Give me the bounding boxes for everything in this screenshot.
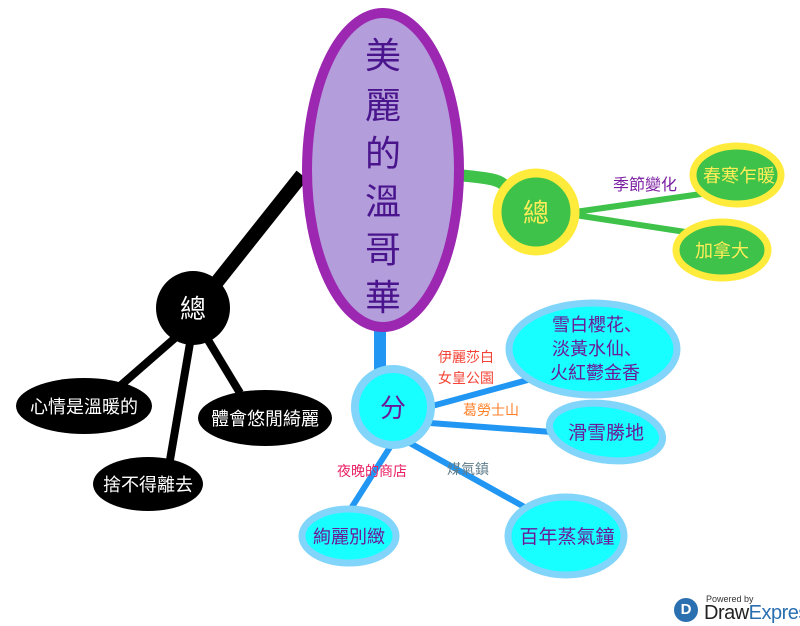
summary-right-node[interactable]: 總 bbox=[492, 168, 580, 256]
summary-left-child-1[interactable]: 心情是溫暖的 bbox=[16, 378, 152, 434]
branch-child-3[interactable]: 絢麗別緻 bbox=[298, 505, 400, 567]
central-char: 溫 bbox=[365, 182, 401, 223]
node-label: 絢麗別緻 bbox=[313, 527, 385, 548]
summary-left-child-2[interactable]: 捨不得離去 bbox=[93, 457, 203, 511]
central-char: 華 bbox=[365, 278, 401, 319]
connector-right-to-child-2 bbox=[574, 212, 693, 236]
branch-child-4[interactable]: 百年蒸氣鐘 bbox=[504, 493, 628, 579]
edge-label-park-line1: 伊麗莎白 bbox=[438, 350, 494, 366]
connector-branch-to-child-4 bbox=[406, 439, 530, 512]
edge-label-grouse: 葛勞士山 bbox=[463, 403, 519, 419]
central-char: 哥 bbox=[365, 230, 401, 271]
summary-right-child-1[interactable]: 春寒乍暖 bbox=[689, 142, 785, 208]
central-char: 的 bbox=[365, 134, 401, 175]
central-char: 美 bbox=[365, 36, 401, 77]
node-label-line: 淡黃水仙、 bbox=[552, 339, 642, 360]
summary-left-node[interactable]: 總 bbox=[156, 271, 230, 345]
node-label: 百年蒸氣鐘 bbox=[519, 526, 614, 548]
branch-child-1[interactable]: 雪白櫻花、 淡黃水仙、 火紅鬱金香 bbox=[505, 299, 681, 399]
branch-node[interactable]: 分 bbox=[351, 365, 435, 449]
connector-branch-to-child-2 bbox=[429, 420, 553, 435]
connector-summary-to-child-2 bbox=[166, 342, 194, 461]
connector-right-to-child-1 bbox=[574, 189, 716, 215]
edge-label-night-shops: 夜晚的商店 bbox=[337, 464, 407, 480]
summary-left-child-3[interactable]: 體會悠閒綺麗 bbox=[198, 390, 332, 446]
node-label: 捨不得離去 bbox=[103, 475, 193, 496]
summary-left-label: 總 bbox=[180, 295, 206, 325]
node-label: 春寒乍暖 bbox=[703, 166, 775, 187]
drawexpress-logo: D Powered by DrawExpress bbox=[672, 592, 800, 626]
connector-summary-to-child-3 bbox=[204, 337, 244, 396]
connector-branch-to-child-1 bbox=[431, 375, 536, 409]
node-label-line: 火紅鬱金香 bbox=[550, 363, 640, 384]
brand-text: DrawExpress bbox=[704, 602, 800, 625]
edge-label-season: 季節變化 bbox=[613, 175, 677, 194]
node-label: 心情是溫暖的 bbox=[30, 397, 138, 418]
edge-label-park-line2: 女皇公園 bbox=[438, 370, 494, 387]
branch-label: 分 bbox=[380, 394, 406, 424]
central-topic-node[interactable]: 美 麗 的 溫 哥 華 bbox=[302, 8, 464, 332]
connector-central-to-summary-left bbox=[207, 170, 308, 292]
connector-summary-to-child-1 bbox=[117, 334, 178, 390]
brand-text-b: Express bbox=[748, 602, 800, 624]
connector-branch-to-child-3 bbox=[347, 442, 395, 512]
summary-right-child-2[interactable]: 加拿大 bbox=[672, 218, 772, 282]
summary-right-label: 總 bbox=[523, 199, 549, 229]
node-label: 滑雪勝地 bbox=[568, 422, 644, 444]
branch-child-2[interactable]: 滑雪勝地 bbox=[545, 396, 667, 467]
drawexpress-logo-icon: D bbox=[674, 598, 698, 622]
edge-label-gastown: 煤氣鎮 bbox=[447, 462, 489, 478]
node-label-line: 雪白櫻花、 bbox=[552, 315, 642, 336]
powered-by-text: Powered by bbox=[706, 594, 754, 604]
brand-text-a: Draw bbox=[704, 602, 749, 624]
central-char: 麗 bbox=[365, 86, 401, 127]
node-label: 加拿大 bbox=[695, 240, 749, 262]
node-label: 體會悠閒綺麗 bbox=[211, 409, 319, 430]
